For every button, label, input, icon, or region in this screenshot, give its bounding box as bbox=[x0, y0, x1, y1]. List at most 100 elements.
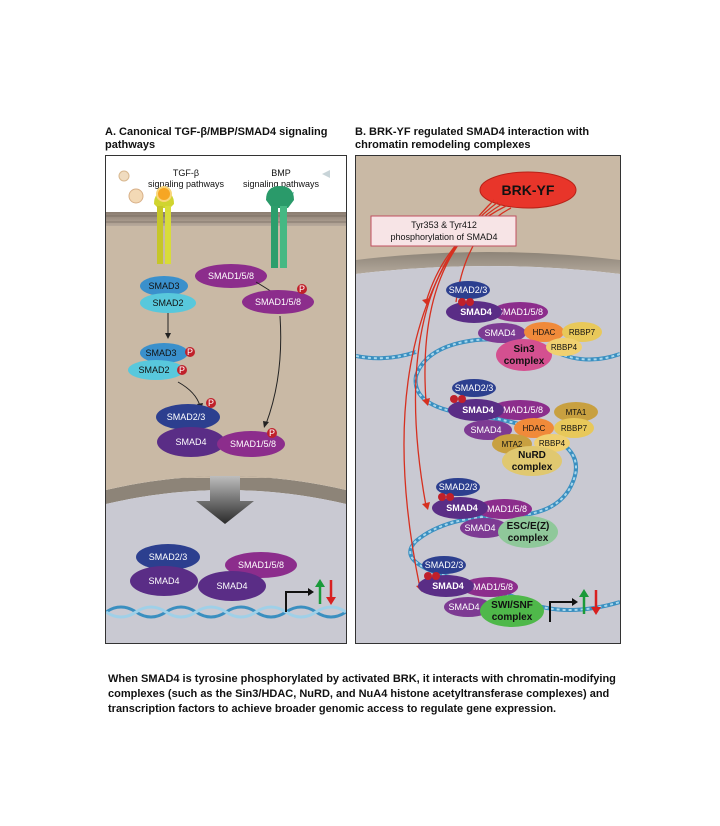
smad23-oval bbox=[422, 556, 466, 574]
arrowhead-icon bbox=[422, 502, 430, 510]
phospho-icon bbox=[424, 572, 432, 580]
rbbp4-oval bbox=[546, 338, 582, 356]
brk-yf-label: BRK-YF bbox=[502, 182, 555, 198]
smad4-oval bbox=[478, 323, 526, 343]
swi-snf-sublabel: complex bbox=[492, 612, 533, 623]
arrowhead-icon bbox=[422, 398, 430, 406]
extracellular-space bbox=[106, 156, 346, 218]
smad158-p-oval bbox=[242, 290, 314, 314]
smad23-oval bbox=[436, 478, 480, 496]
smad158-p-label: SMAD1/5/8 bbox=[255, 297, 301, 307]
hdac-oval bbox=[514, 418, 554, 438]
bmp-label: BMP bbox=[271, 168, 291, 178]
smad3-p-label: SMAD3 bbox=[145, 348, 176, 358]
brk-yf-oval bbox=[479, 171, 577, 209]
smad23-label: SMAD2/3 bbox=[449, 285, 488, 295]
smad158-label: SMAD1/5/8 bbox=[208, 271, 254, 281]
smad4-oval bbox=[448, 399, 504, 421]
smad4-label: SMAD4 bbox=[432, 581, 464, 591]
smad4-label: SMAD4 bbox=[464, 523, 495, 533]
transcription-start-icon bbox=[285, 591, 310, 612]
sin3-label: Sin3 bbox=[513, 344, 535, 355]
smad4-oval bbox=[444, 597, 492, 617]
rbbp7-label: RBBP7 bbox=[561, 424, 588, 433]
smad4-label: SMAD4 bbox=[460, 307, 492, 317]
nuc-smad4b-label: SMAD4 bbox=[216, 581, 247, 591]
smad23-label: SMAD2/3 bbox=[167, 412, 206, 422]
smad158-label: SMAD1/5/8 bbox=[481, 504, 527, 514]
smad4-oval bbox=[432, 497, 488, 519]
smad158-label: SMAD1/5/8 bbox=[467, 582, 513, 592]
smad23-label: SMAD2/3 bbox=[455, 383, 494, 393]
smad4-label: SMAD4 bbox=[448, 602, 479, 612]
nuc-smad4b-oval bbox=[198, 571, 266, 601]
smad158-label: SMAD1/5/8 bbox=[497, 405, 543, 415]
esc-complex-oval bbox=[498, 516, 558, 548]
cell-membrane bbox=[106, 212, 346, 226]
phospho-label: P bbox=[208, 398, 214, 408]
hdac-label: HDAC bbox=[533, 328, 556, 337]
esc-sublabel: complex bbox=[508, 533, 549, 544]
smad2-label: SMAD2 bbox=[152, 298, 183, 308]
phospho-icon bbox=[267, 428, 277, 438]
phospho-icon bbox=[446, 493, 454, 501]
tgf-receptor bbox=[154, 186, 174, 264]
phospho-icon bbox=[466, 298, 474, 306]
smad23-label: SMAD2/3 bbox=[439, 482, 478, 492]
phospho-icon bbox=[297, 284, 307, 294]
phosphorylation-note-box bbox=[370, 215, 517, 247]
smad23-oval bbox=[446, 281, 490, 299]
sin3-complex-oval bbox=[496, 339, 552, 371]
tgf-ligand-small bbox=[118, 170, 130, 182]
nuc-smad158-oval bbox=[225, 552, 297, 578]
smad3-p-oval bbox=[140, 343, 188, 363]
rbbp7-oval bbox=[562, 322, 602, 342]
panel-a-title: A. Canonical TGF-β/MBP/SMAD4 signaling p… bbox=[105, 126, 328, 151]
smad2-p-label: SMAD2 bbox=[138, 365, 169, 375]
smad3-oval bbox=[140, 276, 188, 296]
mta2-label: MTA2 bbox=[502, 440, 523, 449]
phosphorylation-note-line2: phosphorylation of SMAD4 bbox=[390, 232, 497, 242]
figure-caption: When SMAD4 is tyrosine phosphorylated by… bbox=[108, 673, 616, 715]
smad4-label: SMAD4 bbox=[470, 425, 501, 435]
phospho-icon bbox=[458, 395, 466, 403]
hdac-label: HDAC bbox=[523, 424, 546, 433]
swi-snf-complex-oval bbox=[480, 595, 544, 627]
sin3-complex-group: SMAD2/3 SMAD1/5/8 SMAD4 SMAD4 HDAC RBBP7… bbox=[446, 281, 602, 371]
smad4-label: SMAD4 bbox=[446, 503, 478, 513]
nuc-smad23-label: SMAD2/3 bbox=[149, 552, 188, 562]
sin3-sublabel: complex bbox=[504, 356, 545, 367]
smad4-oval bbox=[446, 301, 502, 323]
panel-b-title: B. BRK-YF regulated SMAD4 interaction wi… bbox=[355, 126, 590, 151]
transcription-start-icon bbox=[549, 601, 574, 622]
smad23-oval bbox=[156, 404, 220, 430]
smad158-complex-label: SMAD1/5/8 bbox=[230, 439, 276, 449]
smad158-complex-oval bbox=[217, 431, 285, 457]
dna-helix bbox=[106, 605, 346, 619]
smad4-oval bbox=[464, 420, 512, 440]
smad2-oval bbox=[140, 293, 196, 313]
smad158-oval bbox=[490, 400, 550, 420]
nurd-complex-oval bbox=[502, 446, 562, 476]
nuc-smad158-label: SMAD1/5/8 bbox=[238, 560, 284, 570]
swi-snf-label: SWI/SNF bbox=[491, 600, 533, 611]
mta1-oval bbox=[554, 402, 598, 422]
bmp-ligand-icon bbox=[322, 170, 330, 178]
phospho-label: P bbox=[269, 428, 275, 438]
phospho-icon bbox=[432, 572, 440, 580]
phospho-icon bbox=[177, 365, 187, 375]
phospho-label: P bbox=[179, 365, 185, 375]
nuc-smad4-oval bbox=[130, 566, 198, 596]
nuclear-envelope bbox=[356, 252, 620, 274]
cytoplasm bbox=[356, 156, 620, 266]
smad4-oval bbox=[157, 427, 225, 457]
smad3-label: SMAD3 bbox=[148, 281, 179, 291]
phospho-icon bbox=[185, 347, 195, 357]
tgf-ligand-large bbox=[128, 188, 144, 204]
rbbp4-label: RBBP4 bbox=[551, 343, 578, 352]
panel-b-diagram: BRK-YF Tyr353 & Tyr412 phosphorylation o… bbox=[355, 155, 621, 644]
swi-snf-complex-group: SMAD2/3 SMAD1/5/8 SMAD4 SMAD4 SWI/SNF co… bbox=[418, 556, 544, 627]
nurd-label: NuRD bbox=[518, 450, 546, 461]
rbbp4-label: RBBP4 bbox=[539, 439, 566, 448]
phospho-label: P bbox=[299, 284, 305, 294]
